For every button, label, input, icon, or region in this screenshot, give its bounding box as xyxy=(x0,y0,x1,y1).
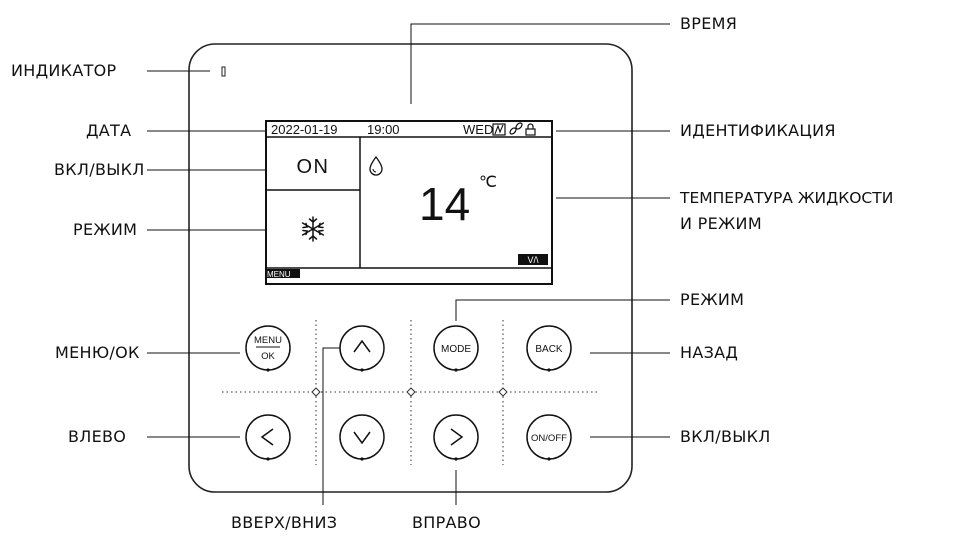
lcd-weekday: WED xyxy=(463,122,493,137)
down-button[interactable] xyxy=(339,414,385,461)
grid-markers xyxy=(311,387,508,397)
callout-identification: ИДЕНТИФИКАЦИЯ xyxy=(680,121,836,140)
indicator-led xyxy=(221,66,226,77)
lcd-power-state: ON xyxy=(297,156,330,178)
menu-ok-button-bottom: OK xyxy=(261,351,275,362)
callout-liquid-temp-line1: ТЕМПЕРАТУРА ЖИДКОСТИ xyxy=(680,189,894,207)
water-drop-icon xyxy=(369,155,383,176)
lcd-date: 2022-01-19 xyxy=(271,122,338,137)
mode-button-label: MODE xyxy=(441,344,471,355)
back-button[interactable]: BACK xyxy=(526,325,572,372)
mode-button[interactable]: MODE xyxy=(433,325,479,372)
signal-icon xyxy=(492,123,506,136)
chevron-right-icon xyxy=(450,428,464,446)
menu-ok-button[interactable]: MENU OK xyxy=(245,325,291,372)
lock-icon xyxy=(525,123,536,136)
lcd-time: 19:00 xyxy=(367,122,400,137)
lcd-va-label: V/\ xyxy=(527,255,539,265)
callout-on-off-top: ВКЛ/ВЫКЛ xyxy=(54,160,145,179)
lcd-menu-label: MENU xyxy=(267,270,291,279)
left-button[interactable] xyxy=(245,414,291,461)
callout-time: ВРЕМЯ xyxy=(680,14,738,33)
menu-ok-button-top: MENU xyxy=(254,335,282,346)
up-button[interactable] xyxy=(339,325,385,372)
callout-menu-ok: МЕНЮ/ОК xyxy=(55,343,140,362)
callout-mode-button: РЕЖИМ xyxy=(680,290,745,309)
identification-icons xyxy=(492,122,536,136)
lcd-display: 2022-01-19 19:00 WED ON xyxy=(265,120,553,285)
lcd-temperature-unit: ℃ xyxy=(479,174,497,191)
chevron-left-icon xyxy=(260,428,274,446)
lcd-temperature: 14 xyxy=(419,178,470,230)
leader-lines xyxy=(147,23,670,505)
chevron-up-icon xyxy=(353,339,371,353)
snowflake-icon xyxy=(301,216,325,242)
callout-on-off-bottom: ВКЛ/ВЫКЛ xyxy=(680,427,771,446)
callout-date: ДАТА xyxy=(86,121,132,140)
back-button-label: BACK xyxy=(535,344,563,355)
right-button[interactable] xyxy=(433,414,479,461)
on-off-button-label: ON/OFF xyxy=(531,433,567,444)
on-off-button[interactable]: ON/OFF xyxy=(526,414,572,461)
callout-liquid-temp-line2: И РЕЖИМ xyxy=(680,214,762,233)
callout-up-down: ВВЕРХ/ВНИЗ xyxy=(231,513,338,532)
callout-indicator: ИНДИКАТОР xyxy=(11,61,117,80)
chevron-down-icon xyxy=(353,431,371,445)
callout-back: НАЗАД xyxy=(680,343,739,362)
link-icon xyxy=(509,122,523,135)
callout-left: ВЛЕВО xyxy=(68,427,127,446)
callout-right: ВПРАВО xyxy=(412,513,481,532)
callout-mode-left: РЕЖИМ xyxy=(73,220,138,239)
